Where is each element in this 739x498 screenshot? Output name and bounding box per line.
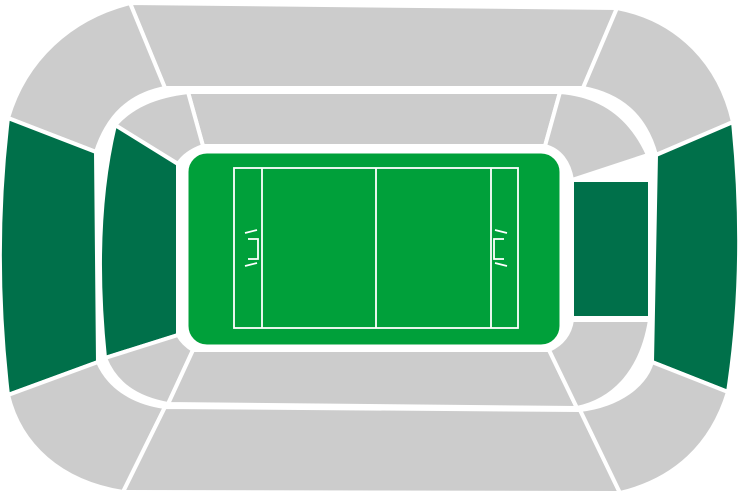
section-upper-north-center[interactable] [128,1,619,90]
section-upper-east-end[interactable] [650,120,739,394]
section-lower-east-end[interactable] [570,178,652,320]
section-lower-south-center[interactable] [166,348,579,410]
section-lower-west-end[interactable] [97,123,180,360]
section-upper-south-east-corner[interactable] [578,360,730,495]
section-lower-south-east-corner[interactable] [547,318,652,410]
west-goal-icon [244,229,259,267]
pitch-markings [233,167,519,329]
east-goal-icon [493,229,508,267]
pitch [181,146,567,352]
section-upper-south-center[interactable] [121,405,622,495]
section-lower-north-east-corner[interactable] [543,90,650,182]
section-upper-west-end[interactable] [0,116,100,397]
section-lower-north-center[interactable] [186,90,562,148]
